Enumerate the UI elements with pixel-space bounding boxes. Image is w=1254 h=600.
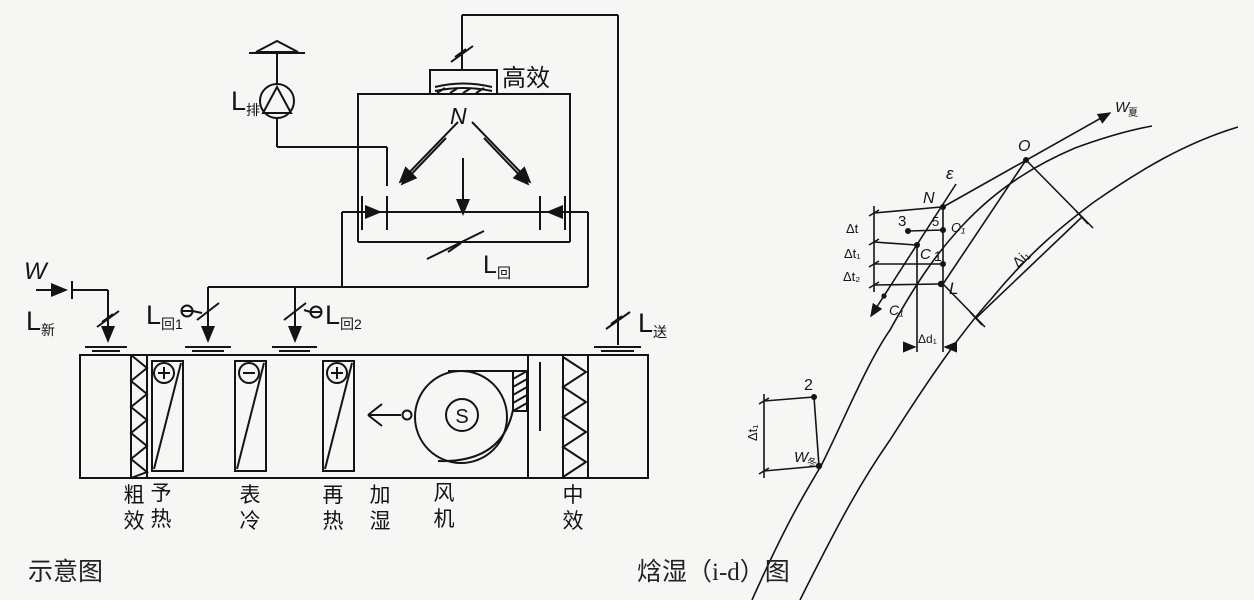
point-C1: C₁ [889,302,904,318]
svg-text:新: 新 [41,322,55,338]
point-3: 3 [898,213,906,230]
humidifier-icon [367,403,413,427]
id-chart [751,112,1239,600]
coarse-filter-icon [129,354,149,479]
svg-text:送: 送 [653,324,667,340]
section-label-humidify: 加湿 [369,483,391,533]
winter-preheat-block [758,394,820,478]
damper-icon [96,310,120,328]
dd1-dimension [903,245,957,353]
point-W-summer: W [1115,99,1131,116]
label-return-air-1: L [146,300,161,330]
section-label-preheat: 予热 [150,481,172,531]
point-L: L [949,279,958,298]
label-fresh-air: L [26,306,41,336]
point-O: O [1018,138,1030,155]
supply-fan-icon [414,370,514,464]
rh-curve-right [799,126,1239,600]
caption-id-chart: 焓湿（i-d）图 [637,559,790,586]
preheat-coil-icon [151,360,184,472]
schematic-labels: L 排 高效 N W L 新 L 回1 L 回2 L 回 L 送 S [24,65,667,428]
point-W-winter: W [794,449,810,466]
hepa-filter-box [429,69,498,95]
return-riser-1 [180,287,220,343]
damper-icon [450,45,474,63]
dim-dd1: Δd₁ [918,332,937,346]
svg-text:冬: 冬 [807,456,817,469]
damper-icon [283,302,307,321]
return-plenum [208,211,589,288]
label-outdoor-W: W [24,258,49,285]
section-label-medium-filter: 中效 [562,483,584,533]
label-return-air-total: L [483,251,497,279]
label-exhaust-air: L [231,86,246,116]
damper-icon [605,311,631,330]
svg-text:回: 回 [497,265,511,281]
section-label-cooling: 表冷 [239,483,261,533]
svg-text:夏: 夏 [1128,107,1138,119]
damper-icon [196,302,220,321]
medium-filter-icon [561,355,589,478]
point-N: N [923,190,935,207]
reheat-coil-icon [322,360,355,472]
dim-dt2: Δt₂ [843,269,860,284]
rh-curve-left [751,125,1153,600]
dim-dt1: Δt₁ [844,246,861,261]
label-room-N: N [450,103,467,129]
svg-text:回1: 回1 [161,316,183,332]
di1-dimension [975,216,1083,319]
ahu-schematic [36,14,649,479]
point-C: C [920,246,931,263]
cooling-coil-icon [234,360,267,472]
chart-labels: ε N 3 5 O₁ C 1 L C₁ O 2 W 夏 W 冬 Δt Δt₁ Δ… [745,99,1138,469]
fan-motor-label: S [455,406,468,428]
label-supply-air: L [638,308,653,338]
section-label-fan: 风机 [433,481,455,531]
svg-text:排: 排 [246,102,260,118]
label-return-air-2: L [325,300,340,330]
fresh-air-inlet [36,281,120,343]
room-box [346,93,583,230]
point-2: 2 [804,377,813,394]
svg-text:回2: 回2 [340,316,362,332]
dt-stack [868,206,942,292]
label-hepa: 高效 [502,65,550,92]
point-O1: O₁ [951,220,965,235]
flex-connector-icon [512,370,528,412]
point-1: 1 [934,248,942,264]
exhaust-fan-assembly [249,39,388,186]
caption-schematic: 示意图 [28,559,104,586]
ahu-casing [79,346,649,479]
damper-icon [426,230,485,260]
o-l-line [942,159,1027,285]
point-5: 5 [932,214,939,229]
supply-duct [450,14,631,345]
state-points [811,157,1029,470]
return-riser-2 [283,287,323,343]
point-epsilon: ε [946,164,954,183]
dim-dt: Δt [846,221,859,236]
section-label-coarse-filter: 粗效 [123,483,145,533]
dim-dt1-preheat: Δt₁ [745,424,760,441]
section-label-reheat: 再热 [322,483,344,533]
